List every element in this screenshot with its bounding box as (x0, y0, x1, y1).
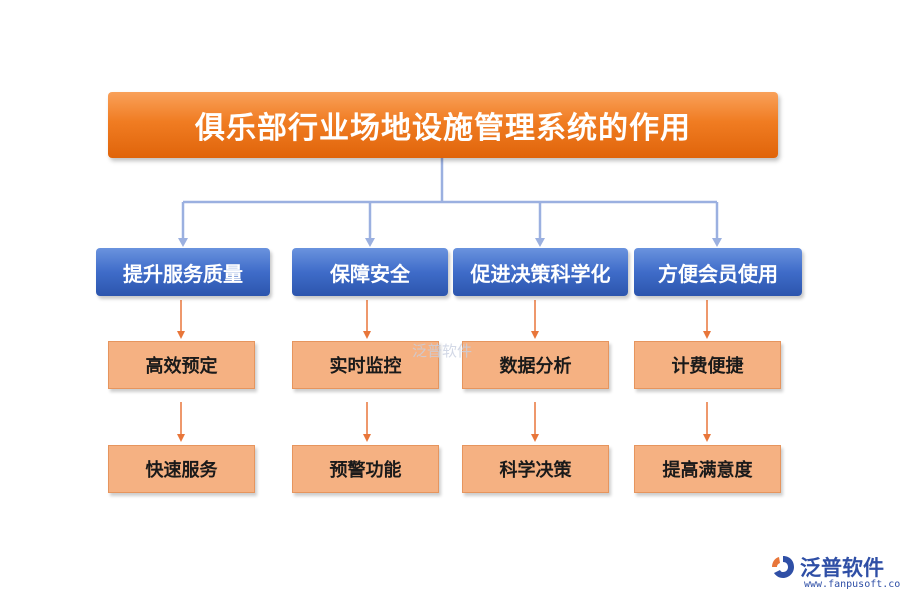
heading-safety: 保障安全 (292, 248, 448, 296)
brand-logo: 泛普软件 www.fanpusoft.com (770, 552, 900, 594)
logo-mark-icon (772, 556, 794, 578)
heading-service-quality: 提升服务质量 (96, 248, 270, 296)
item-warning-function: 预警功能 (292, 445, 439, 493)
item-data-analysis: 数据分析 (462, 341, 609, 389)
logo-url: www.fanpusoft.com (804, 579, 900, 590)
item-realtime-monitoring: 实时监控 (292, 341, 439, 389)
watermark: 泛普软件 (412, 342, 473, 360)
diagram-title: 俱乐部行业场地设施管理系统的作用 (108, 92, 778, 158)
heading-member-use: 方便会员使用 (634, 248, 802, 296)
logo-name: 泛普软件 (800, 556, 884, 580)
item-scientific-decision: 科学决策 (462, 445, 609, 493)
item-fast-service: 快速服务 (108, 445, 255, 493)
orange-arrows (177, 300, 711, 442)
item-improve-satisfaction: 提高满意度 (634, 445, 781, 493)
heading-decision: 促进决策科学化 (453, 248, 628, 296)
item-easy-billing: 计费便捷 (634, 341, 781, 389)
item-efficient-booking: 高效预定 (108, 341, 255, 389)
blue-drops (178, 202, 722, 247)
